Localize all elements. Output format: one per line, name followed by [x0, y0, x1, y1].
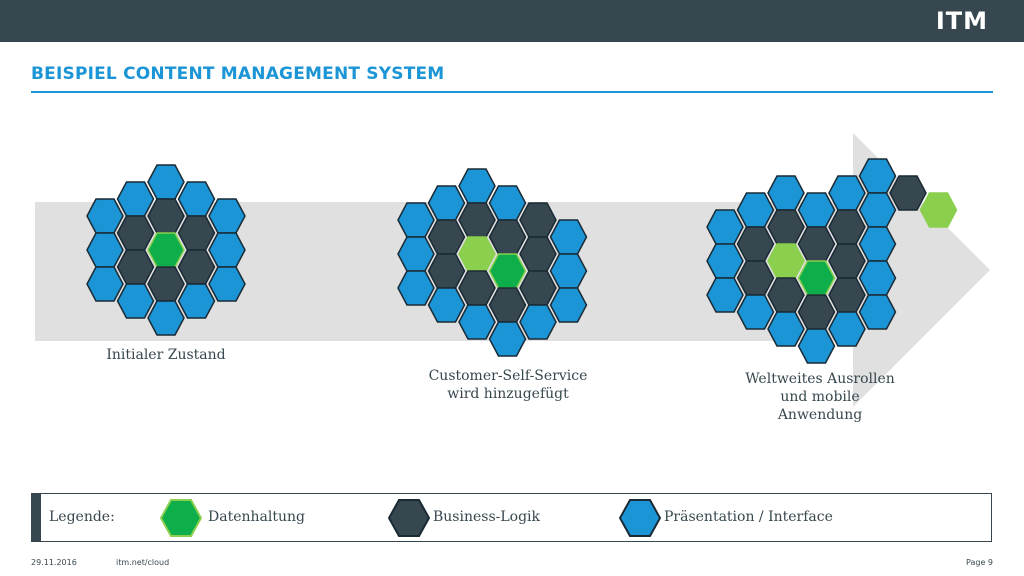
stage3-hex-4-8 — [828, 311, 866, 347]
stage2-hex-0-6 — [397, 270, 435, 306]
legend-label-praesentation: Präsentation / Interface — [664, 509, 833, 525]
footer-url: itm.net/cloud — [116, 558, 170, 567]
stage3-hex-7-1 — [919, 192, 958, 228]
stage3-hex-0-6 — [706, 277, 744, 313]
stage3-hex-3-9 — [797, 328, 836, 364]
stage-label-rollout: Weltweites Ausrollen und mobile Anwendun… — [745, 371, 895, 423]
footer-date: 29.11.2016 — [31, 558, 77, 567]
stage1-hex-2-8 — [147, 300, 185, 336]
stage3-hex-6-0 — [889, 175, 927, 211]
stage-label-initial: Initialer Zustand — [106, 347, 226, 363]
stage1-hex-3-7 — [177, 283, 216, 319]
stage2-hex-2-0 — [458, 168, 496, 204]
legend-label-datenhaltung: Datenhaltung — [208, 509, 305, 525]
itm-logo: ITM — [935, 7, 988, 35]
stage2-hex-1-7 — [427, 287, 466, 323]
stage-label-self-service: Customer-Self-Service wird hinzugefügt — [428, 368, 588, 402]
legend: Legende: Datenhaltung Business-Logik Prä… — [31, 493, 992, 542]
stage1-hex-0-6 — [86, 266, 124, 302]
stage3-hex-1-7 — [736, 294, 775, 330]
stage1-hex-4-6 — [208, 266, 246, 302]
stage3-hex-2-8 — [767, 311, 805, 347]
header-bar: ITM — [0, 0, 1024, 42]
stage2-hex-5-7 — [549, 287, 588, 323]
page-title: BEISPIEL CONTENT MANAGEMENT SYSTEM — [31, 64, 445, 84]
stage3-hex-5-7 — [858, 294, 897, 330]
legend-title: Legende: — [49, 509, 115, 525]
stage2-hex-3-9 — [488, 321, 527, 357]
legend-label-business-logik: Business-Logik — [433, 509, 541, 525]
stage2-hex-4-8 — [519, 304, 557, 340]
stage1-hex-2-0 — [147, 164, 185, 200]
business-logik-hexagon-icon — [388, 499, 430, 537]
praesentation-hexagon-icon — [619, 499, 661, 537]
stage2-hex-2-8 — [458, 304, 496, 340]
legend-accent-bar — [32, 494, 41, 541]
footer-page-number: Page 9 — [966, 558, 993, 567]
title-divider — [31, 91, 993, 93]
stage1-hex-1-7 — [116, 283, 155, 319]
datenhaltung-hexagon-icon — [160, 499, 202, 537]
